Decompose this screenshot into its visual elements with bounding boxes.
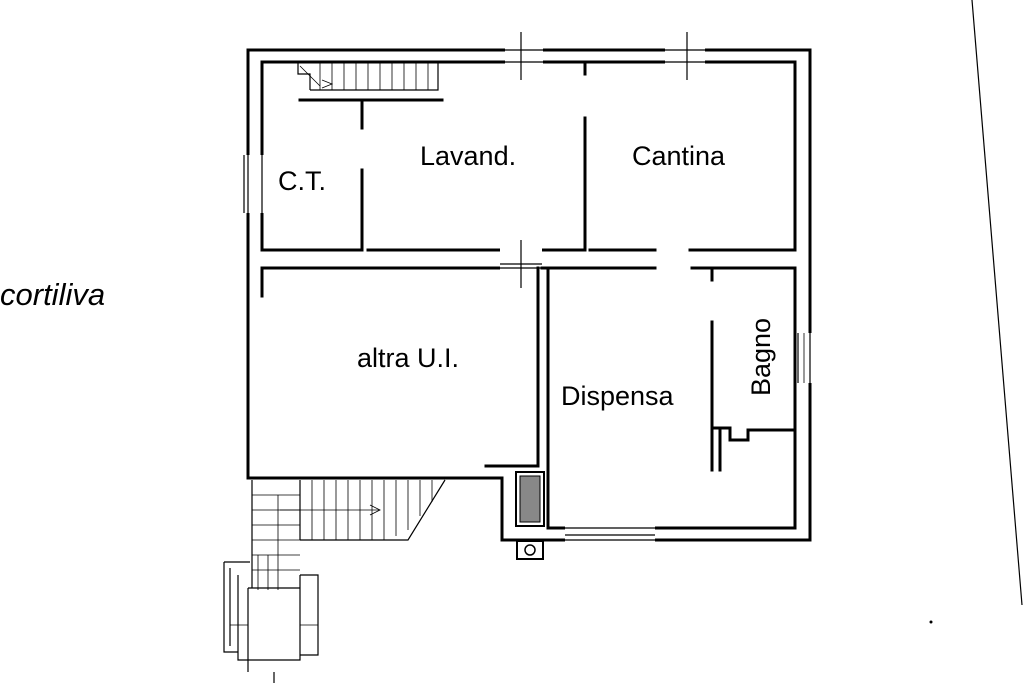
top-windows <box>505 32 705 80</box>
property-boundary-line <box>971 0 1023 606</box>
internal-stair <box>297 62 444 130</box>
flue-duct <box>515 471 545 560</box>
room-label-bagno: Bagno <box>746 318 776 396</box>
area-label-cortiliva: cortiliva <box>0 277 105 312</box>
left-window <box>243 155 266 213</box>
survey-point <box>929 620 933 624</box>
room-label-dispensa: Dispensa <box>561 381 675 411</box>
external-stair <box>251 479 446 590</box>
bottom-window <box>565 525 655 543</box>
room-label-ct: C.T. <box>278 166 326 196</box>
middle-walls <box>260 240 797 530</box>
room-label-cantina: Cantina <box>632 141 726 171</box>
room-label-altra-ui: altra U.I. <box>357 343 459 373</box>
bagno-walls <box>710 266 812 530</box>
entrance-landing <box>223 561 319 683</box>
upper-internal-walls <box>260 116 797 252</box>
room-label-lavanderia: Lavand. <box>420 141 516 171</box>
